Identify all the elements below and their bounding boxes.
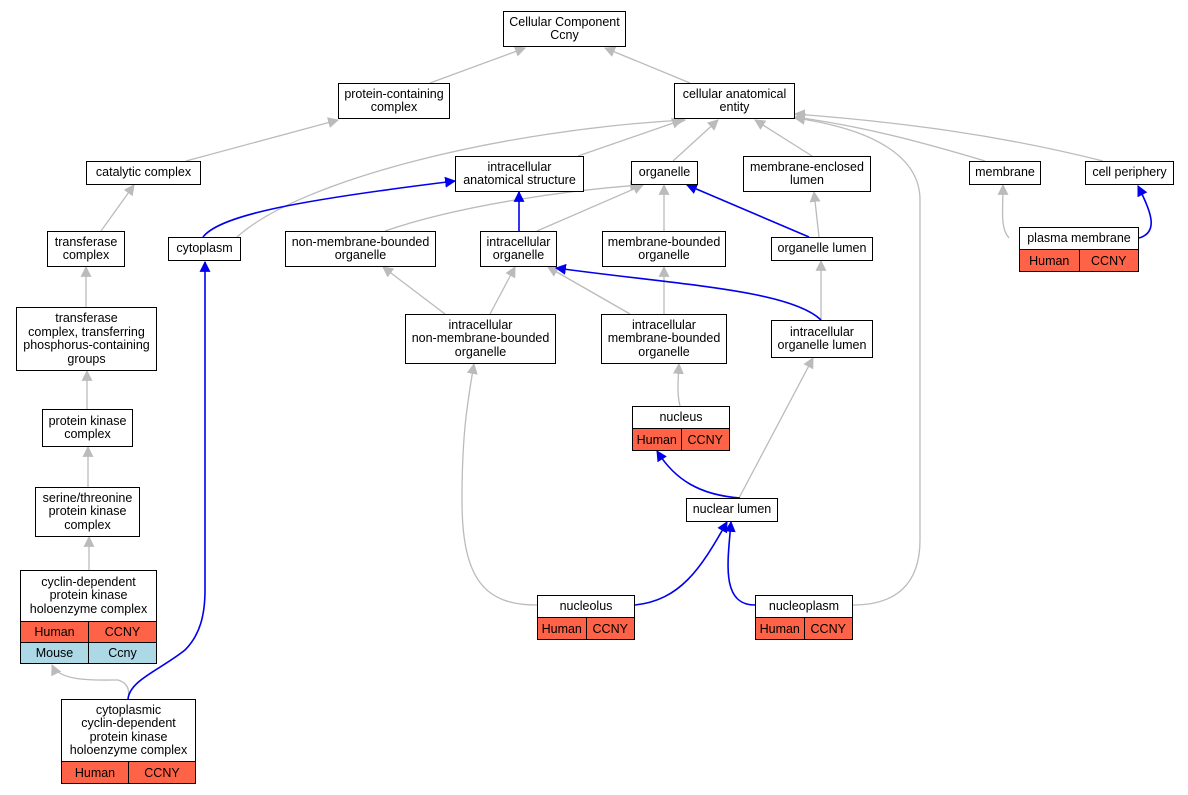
edge-part-of-33 xyxy=(1137,185,1152,239)
node-cytoplasmic-cyclin-dependent-complex[interactable]: cytoplasmic cyclin-dependent protein kin… xyxy=(61,699,196,762)
annotation-plasma-membrane-human: Human CCNY xyxy=(1019,249,1139,272)
annotation-cdk-holoenzyme-human: Human CCNY xyxy=(20,621,157,643)
edge-is-a-14 xyxy=(809,190,821,238)
edge-is-a-4 xyxy=(672,119,719,162)
edge-is-a-18 xyxy=(547,266,631,315)
edge-is-a-5 xyxy=(754,119,813,157)
edge-is-a-0 xyxy=(429,46,527,84)
node-intracellular-organelle-lumen[interactable]: intracellular organelle lumen xyxy=(771,320,873,358)
node-nucleolus[interactable]: nucleolus xyxy=(537,595,635,618)
node-intracellular-anatomical-structure[interactable]: intracellular anatomical structure xyxy=(455,156,584,192)
species-label: Human xyxy=(34,625,75,639)
edge-is-a-9 xyxy=(100,184,135,232)
annotation-cdk-holoenzyme-mouse: Mouse Ccny xyxy=(20,642,157,664)
species-label: Human xyxy=(74,765,116,780)
node-membrane[interactable]: membrane xyxy=(969,161,1041,185)
species-label: Human xyxy=(541,621,582,636)
node-intracellular-organelle[interactable]: intracellular organelle xyxy=(480,231,557,267)
node-cellular-anatomical-entity[interactable]: cellular anatomical entity xyxy=(674,83,795,119)
node-protein-containing-complex[interactable]: protein-containing complex xyxy=(338,83,450,119)
node-transferase-complex-phosphorus[interactable]: transferase complex, transferring phosph… xyxy=(16,307,157,371)
edge-is-a-22 xyxy=(672,362,684,407)
edge-is-a-11 xyxy=(536,183,645,232)
gene-label: CCNY xyxy=(128,762,195,783)
gene-label: CCNY xyxy=(585,618,635,639)
edge-is-a-2 xyxy=(185,117,340,162)
gene-label: CCNY xyxy=(680,429,730,450)
edge-is-a-3 xyxy=(577,118,684,157)
node-membrane-bounded-organelle[interactable]: membrane-bounded organelle xyxy=(602,231,726,267)
node-cell-periphery[interactable]: cell periphery xyxy=(1085,161,1174,185)
edge-part-of-36 xyxy=(724,520,756,606)
edge-part-of-29 xyxy=(202,176,457,238)
annotation-cytoplasmic-cdk-human: Human CCNY xyxy=(61,761,196,784)
node-cyclin-dependent-protein-kinase-holoenzyme-complex[interactable]: cyclin-dependent protein kinase holoenzy… xyxy=(20,570,157,622)
node-catalytic-complex[interactable]: catalytic complex xyxy=(86,161,201,185)
edge-part-of-34 xyxy=(656,450,741,499)
node-plasma-membrane[interactable]: plasma membrane xyxy=(1019,227,1139,250)
edge-is-a-17 xyxy=(489,266,516,315)
edge-is-a-16 xyxy=(382,266,446,315)
edge-part-of-31 xyxy=(685,183,810,238)
node-serine-threonine-protein-kinase-complex[interactable]: serine/threonine protein kinase complex xyxy=(35,487,140,537)
edge-is-a-26 xyxy=(461,362,538,606)
node-organelle[interactable]: organelle xyxy=(631,161,698,185)
annotation-nucleoplasm-human: Human CCNY xyxy=(755,617,853,640)
edge-is-a-6 xyxy=(793,112,986,162)
gene-label: CCNY xyxy=(1078,250,1139,271)
node-membrane-enclosed-lumen[interactable]: membrane-enclosed lumen xyxy=(743,156,871,192)
annotation-nucleus-human: Human CCNY xyxy=(632,428,730,451)
node-non-membrane-bounded-organelle[interactable]: non-membrane-bounded organelle xyxy=(285,231,436,267)
gene-label: Ccny xyxy=(88,643,156,663)
node-nucleoplasm[interactable]: nucleoplasm xyxy=(755,595,853,618)
species-label: Mouse xyxy=(35,646,74,660)
edge-is-a-1 xyxy=(603,46,691,84)
edge-part-of-32 xyxy=(554,263,822,321)
edge-is-a-13 xyxy=(997,183,1010,239)
species-label: Human xyxy=(759,621,800,636)
species-label: Human xyxy=(636,432,677,447)
node-intracellular-membrane-bounded-organelle[interactable]: intracellular membrane-bounded organelle xyxy=(601,314,727,364)
annotation-nucleolus-human: Human CCNY xyxy=(537,617,635,640)
node-organelle-lumen[interactable]: organelle lumen xyxy=(771,237,873,261)
edge-is-a-7 xyxy=(793,109,1104,162)
gene-label: CCNY xyxy=(803,618,853,639)
edge-part-of-35 xyxy=(634,521,728,606)
node-protein-kinase-complex[interactable]: protein kinase complex xyxy=(42,409,133,447)
node-cytoplasm[interactable]: cytoplasm xyxy=(168,237,241,261)
node-nuclear-lumen[interactable]: nuclear lumen xyxy=(686,498,778,522)
node-transferase-complex[interactable]: transferase complex xyxy=(47,231,125,267)
edge-is-a-24 xyxy=(738,357,814,499)
species-label: Human xyxy=(1029,253,1070,268)
node-cellular-component[interactable]: Cellular Component Ccny xyxy=(503,11,626,47)
edge-is-a-27 xyxy=(793,113,921,606)
edge-is-a-28 xyxy=(51,664,130,700)
edge-part-of-37 xyxy=(127,260,211,700)
edge-is-a-8 xyxy=(236,115,687,238)
node-intracellular-non-membrane-bounded-organelle[interactable]: intracellular non-membrane-bounded organ… xyxy=(405,314,556,364)
gene-label: CCNY xyxy=(88,622,156,642)
node-nucleus[interactable]: nucleus xyxy=(632,406,730,429)
